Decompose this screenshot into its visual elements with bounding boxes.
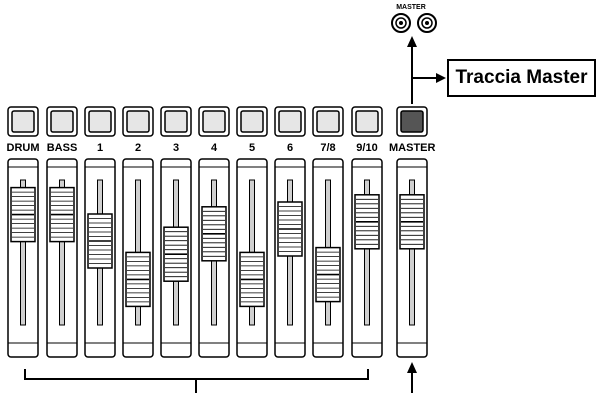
channel-key-led — [278, 110, 302, 133]
fader-slot — [59, 179, 65, 326]
master-output-jack-1 — [417, 13, 437, 33]
channel-strip-1 — [46, 106, 78, 358]
master-track-callout: Traccia Master — [447, 59, 596, 97]
channel-key-led — [400, 110, 424, 133]
master-strip-arrowhead — [407, 362, 417, 373]
channel-label-4: 3 — [172, 142, 180, 154]
channel-label-0: DRUM — [6, 142, 40, 154]
fader-slot — [20, 179, 26, 326]
channel-label-8: 7/8 — [320, 142, 336, 154]
channel-bracket — [24, 369, 369, 380]
channel-key-led — [240, 110, 264, 133]
callout-arrowhead — [436, 73, 446, 83]
channel-label-6: 5 — [248, 142, 256, 154]
master-up-arrowhead — [407, 36, 417, 47]
channel-strip-3 — [122, 106, 154, 358]
fader-slot — [409, 179, 415, 326]
channel-label-10: MASTER — [389, 142, 436, 154]
channel-key-led — [164, 110, 188, 133]
channel-key-led — [202, 110, 226, 133]
channel-key-led — [355, 110, 379, 133]
channel-label-5: 4 — [210, 142, 218, 154]
channel-strip-6 — [236, 106, 268, 358]
channel-strip-2 — [84, 106, 116, 358]
master-jack-label: MASTER — [396, 4, 426, 11]
channel-strip-0 — [7, 106, 39, 358]
channel-label-2: 1 — [96, 142, 104, 154]
master-output-jack-0 — [391, 13, 411, 33]
channel-key-led — [126, 110, 150, 133]
channel-key-led — [88, 110, 112, 133]
fader-slot — [364, 179, 370, 326]
channel-strip-4 — [160, 106, 192, 358]
channel-key-led — [50, 110, 74, 133]
channel-label-3: 2 — [134, 142, 142, 154]
channel-strip-9 — [351, 106, 383, 358]
channel-strip-5 — [198, 106, 230, 358]
channel-key-led — [316, 110, 340, 133]
channel-label-7: 6 — [286, 142, 294, 154]
channel-key-led — [11, 110, 35, 133]
jack-pin — [399, 21, 403, 25]
channel-strip-10 — [396, 106, 428, 358]
channel-label-1: BASS — [46, 142, 78, 154]
jack-pin — [425, 21, 429, 25]
channel-label-9: 9/10 — [356, 142, 378, 154]
channel-strip-8 — [312, 106, 344, 358]
channel-strip-7 — [274, 106, 306, 358]
